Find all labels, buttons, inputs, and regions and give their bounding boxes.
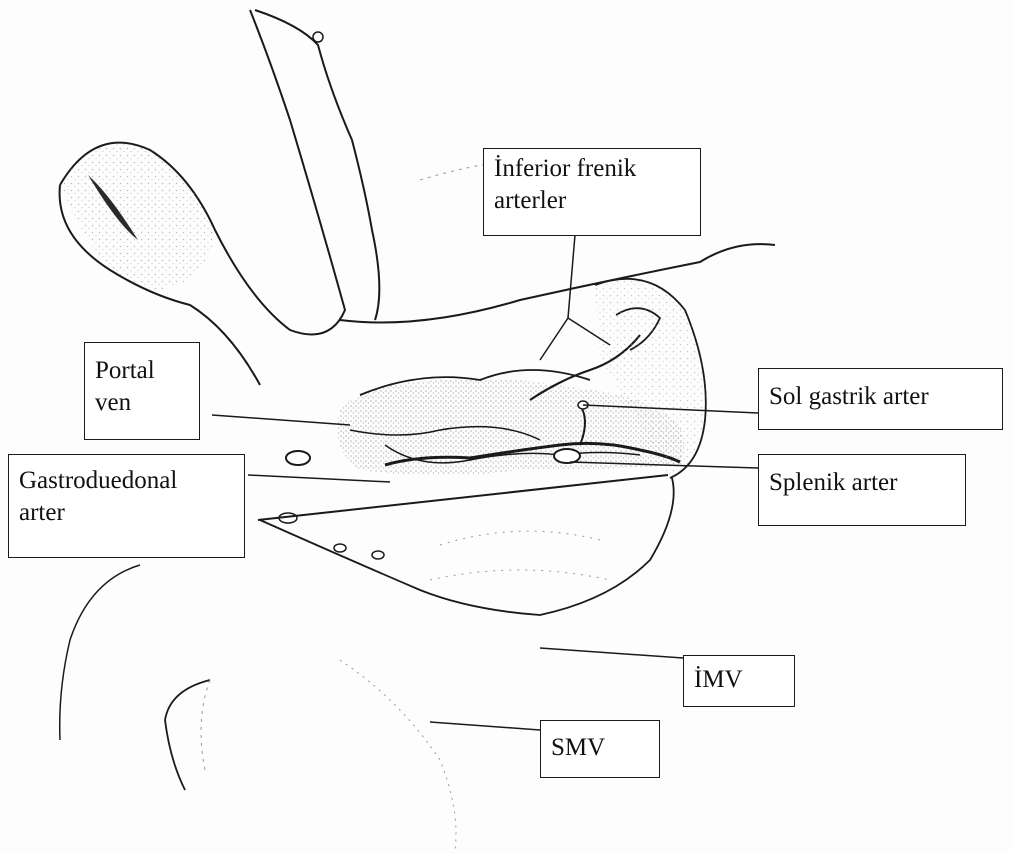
label-imv: İMV	[683, 655, 795, 707]
leader-gastroduedonal	[248, 475, 390, 482]
label-sol-gastrik-line1: Sol gastrik arter	[769, 381, 992, 413]
leader-inferior-frenik	[540, 235, 575, 360]
label-inferior-frenik-line1: İnferior frenik	[494, 153, 690, 185]
portal-vein-stump	[286, 451, 310, 465]
colon	[60, 565, 456, 850]
label-inferior-frenik-line2: arterler	[494, 185, 690, 217]
label-splenik-line1: Splenik arter	[769, 467, 955, 499]
label-smv: SMV	[540, 720, 660, 778]
label-gastroduedonal-line2: arter	[19, 497, 234, 529]
mesocolon	[258, 475, 674, 615]
label-inferior-frenik-arterler: İnferior frenik arterler	[483, 148, 701, 236]
label-sol-gastrik-arter: Sol gastrik arter	[758, 368, 1003, 430]
label-imv-line1: İMV	[694, 664, 784, 696]
label-gastroduedonal-line1: Gastroduedonal	[19, 465, 234, 497]
label-splenik-arter: Splenik arter	[758, 454, 966, 526]
label-portal-ven-line2: ven	[95, 387, 189, 419]
leader-smv	[430, 722, 540, 730]
leader-imv	[540, 648, 683, 658]
label-portal-ven: Portal ven	[84, 342, 200, 440]
label-smv-line1: SMV	[551, 732, 649, 764]
leader-portal-ven	[212, 415, 350, 425]
label-portal-ven-line1: Portal	[95, 355, 189, 387]
label-gastroduedonal-arter: Gastroduedonal arter	[8, 454, 245, 558]
